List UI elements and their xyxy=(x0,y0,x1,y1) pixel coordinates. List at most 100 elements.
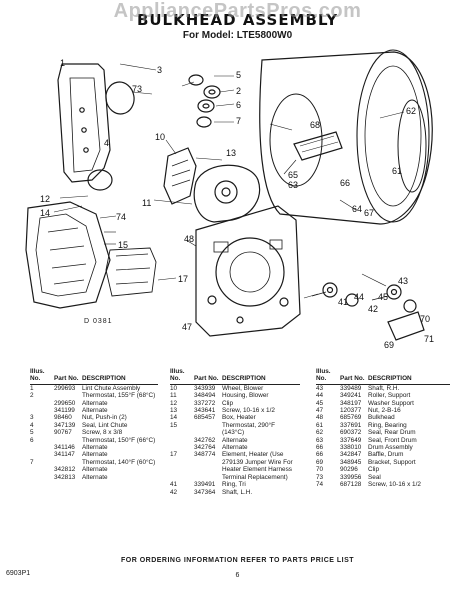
illus-no: 48 xyxy=(316,414,324,422)
illus-no xyxy=(30,451,54,458)
description: Clip xyxy=(368,466,380,474)
callout-41: 41 xyxy=(338,297,348,307)
description: Shaft, L.H. xyxy=(222,488,253,496)
description: Nut, 2-B-16 xyxy=(368,407,401,415)
illus-no: 45 xyxy=(316,399,324,407)
illus-no: 74 xyxy=(316,481,324,489)
callout-67: 67 xyxy=(364,208,374,218)
description: Seal, Rear Drum xyxy=(368,429,416,437)
illus-no: 15 xyxy=(170,421,178,429)
part-no: 342847 xyxy=(340,451,362,459)
callout-15: 15 xyxy=(118,240,128,250)
heater-element xyxy=(105,247,157,297)
part-no: 349241 xyxy=(340,392,362,400)
header-desc: DESCRIPTION xyxy=(222,368,300,385)
illus-no: 62 xyxy=(316,429,324,437)
part-no: 685769 xyxy=(340,414,362,422)
page-number: 6 xyxy=(235,572,240,579)
illus-no: 17 xyxy=(170,451,178,459)
description: Thermostat, 290°F (143°C) xyxy=(222,421,275,437)
callout-64: 64 xyxy=(352,204,362,214)
illus-no: 2 xyxy=(30,392,34,400)
header-desc: DESCRIPTION xyxy=(368,368,450,385)
part-no: 337272 xyxy=(194,399,216,407)
table-row: 2 Thermostat, 155°F (68°C) xyxy=(30,392,158,399)
part-no: 342813 xyxy=(54,473,76,481)
callout-3: 3 xyxy=(157,65,162,75)
illus-no: 13 xyxy=(170,407,178,415)
exploded-diagram: 1 2 3 4 5 6 7 10 11 12 13 14 15 17 41 42… xyxy=(25,49,434,350)
description: Alternate xyxy=(82,466,108,474)
illus-no: 11 xyxy=(170,392,177,400)
part-no: 341147 xyxy=(54,451,75,459)
header-illus: Illus. No. xyxy=(30,368,54,385)
description: Alternate xyxy=(82,473,108,481)
part-no: 348197 xyxy=(340,399,362,407)
part-no: 347139 xyxy=(54,421,76,429)
illus-no: 47 xyxy=(316,407,324,415)
table-row: 341147 Alternate xyxy=(30,451,158,458)
blower-housing xyxy=(193,164,261,223)
part-no xyxy=(54,392,82,399)
callout-47: 47 xyxy=(182,322,192,332)
part-no: 339956 xyxy=(340,473,362,481)
seal-4 xyxy=(87,169,113,191)
description: Alternate xyxy=(222,436,248,444)
table-row: 342813 Alternate xyxy=(30,474,158,481)
illus-no: 12 xyxy=(170,399,178,407)
illus-no: 4 xyxy=(30,421,34,429)
part-no: 348494 xyxy=(194,392,216,400)
illus-no: 10 xyxy=(170,384,178,392)
illus-no: 73 xyxy=(316,473,324,481)
callout-2: 2 xyxy=(236,86,241,96)
callout-62: 62 xyxy=(406,106,416,116)
description: Alternate xyxy=(82,451,108,459)
part-no: 348945 xyxy=(340,458,362,466)
description: Baffle, Drum xyxy=(368,451,404,459)
header-part: Part No. xyxy=(340,368,368,385)
table-row: 342762 Alternate xyxy=(170,437,300,444)
header-illus: Illus. No. xyxy=(316,368,340,385)
part-no: 98460 xyxy=(54,414,72,422)
drum-front-seal xyxy=(269,93,323,187)
part-no: 299650 xyxy=(54,399,76,407)
header-desc: DESCRIPTION xyxy=(82,368,158,385)
description: Seal, Front Drum xyxy=(368,436,417,444)
rear-drum-seal xyxy=(397,99,427,193)
illus-no xyxy=(30,407,54,414)
seal-73 xyxy=(105,81,135,115)
part-no: 342762 xyxy=(194,436,216,444)
description: Roller, Support xyxy=(368,392,411,400)
table-row: 342812 Alternate xyxy=(30,466,158,473)
description: Ring, Tri xyxy=(222,481,246,489)
callout-45: 45 xyxy=(378,292,388,302)
description: Alternate xyxy=(82,444,108,452)
callout-61: 61 xyxy=(392,166,402,176)
description: Shaft, R.H. xyxy=(368,384,400,392)
part-no: 347364 xyxy=(194,488,216,496)
callout-11: 11 xyxy=(142,198,151,208)
illus-no: 41 xyxy=(170,481,178,489)
part-no: 342812 xyxy=(54,466,76,474)
description: Thermostat, 155°F (68°C) xyxy=(82,392,156,400)
illus-no xyxy=(170,444,194,451)
header-illus: Illus. No. xyxy=(170,368,194,385)
support-bracket xyxy=(387,311,425,341)
callout-4: 4 xyxy=(104,138,109,148)
description: Wheel, Blower xyxy=(222,384,264,392)
